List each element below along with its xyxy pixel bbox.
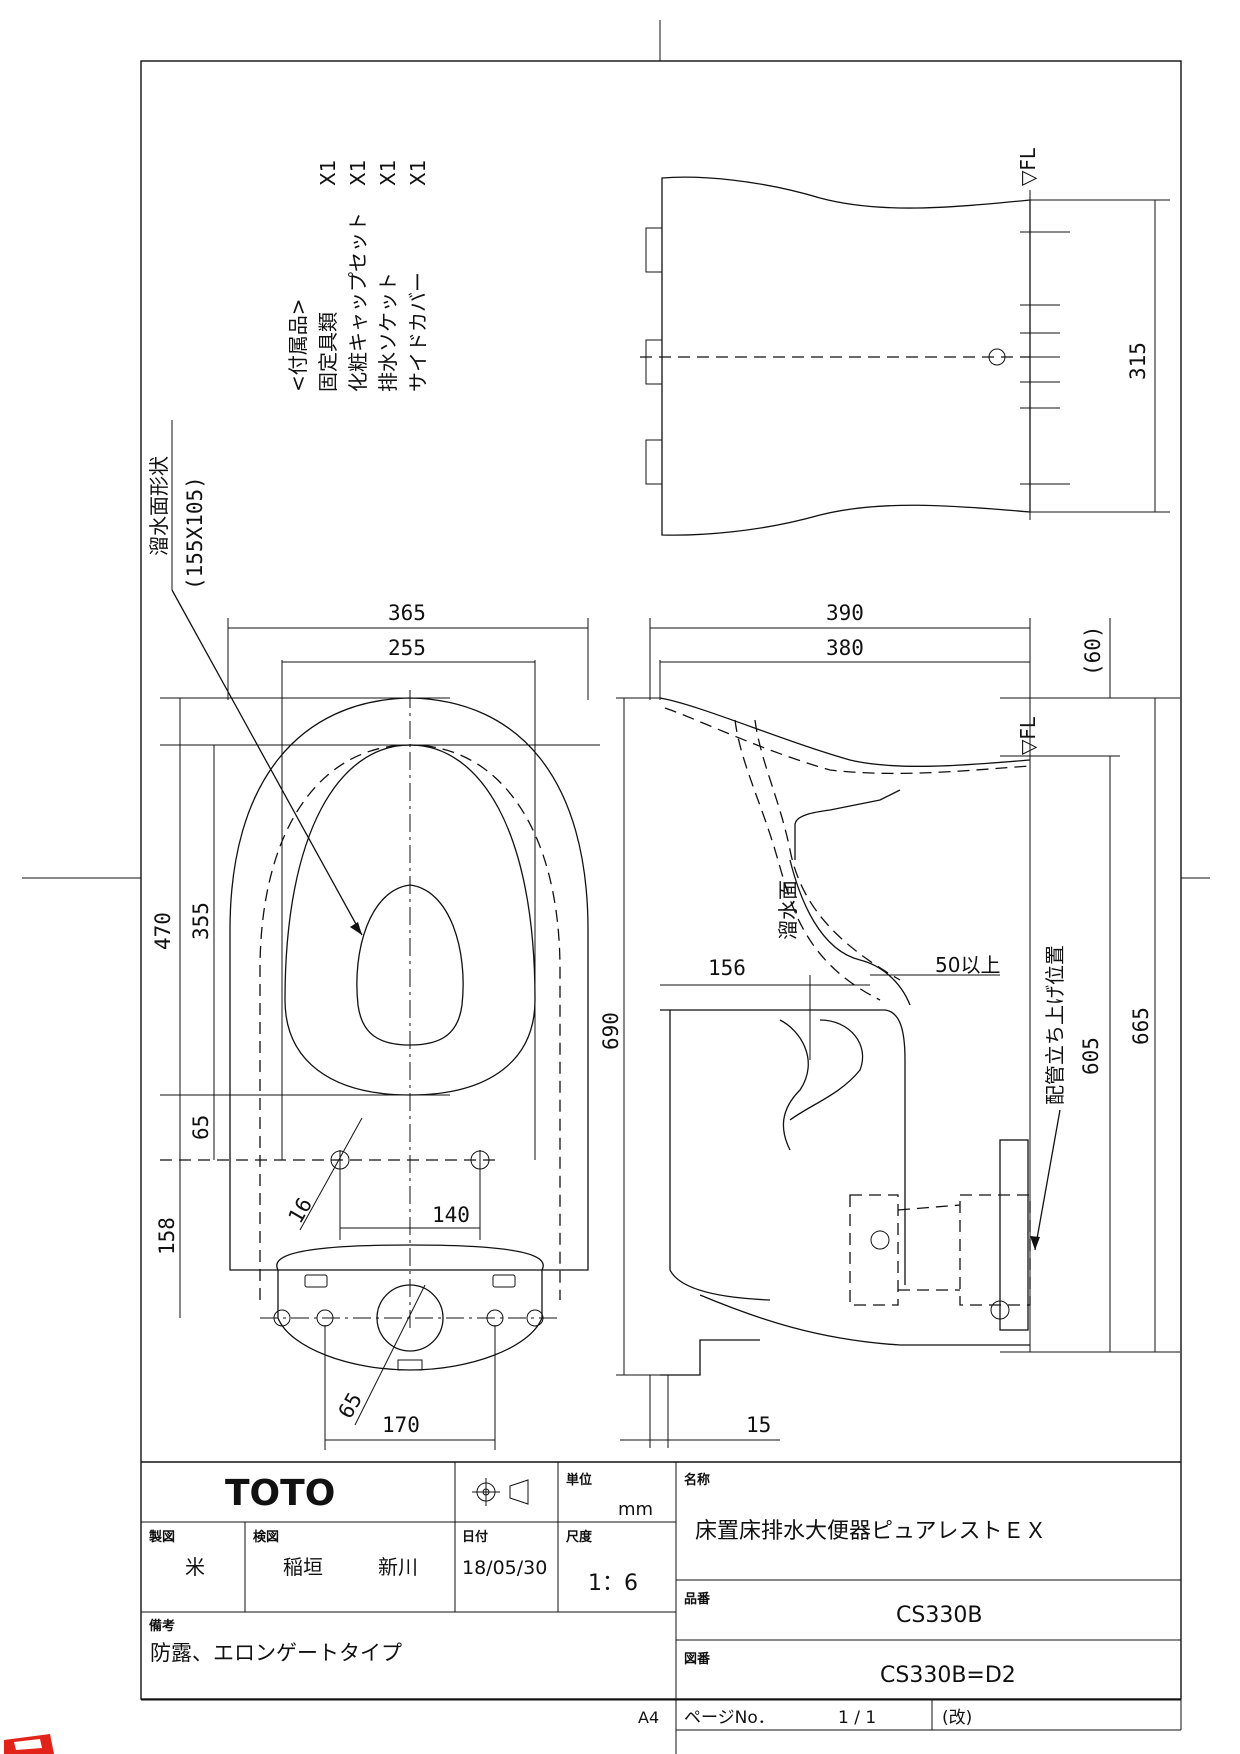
dim-65-leader	[354, 1284, 426, 1426]
checked-value-1: 稲垣	[283, 1555, 323, 1579]
corner-logo	[4, 1734, 54, 1754]
dim-140: 140	[432, 1203, 470, 1227]
dim-470: 470	[151, 912, 175, 950]
scale-label: 尺度	[566, 1529, 593, 1545]
page-value: 1 / 1	[838, 1708, 876, 1728]
water-surface-leader	[171, 589, 363, 936]
tank-fixture-3	[645, 439, 663, 485]
water-surface-label: 溜水面	[776, 880, 800, 940]
trap-way	[734, 719, 901, 1001]
tank-outline	[661, 176, 1031, 536]
dim-16: 16	[284, 1194, 317, 1228]
page-label: ページNo．	[684, 1708, 775, 1728]
accessories-header: <付属品>	[286, 298, 310, 392]
tank-fixture-2	[645, 339, 663, 385]
scale-value: 1：6	[588, 1571, 638, 1596]
accessory-item-4: サイドカバー	[406, 272, 430, 392]
base-profile	[699, 1294, 1030, 1346]
remarks-label: 備考	[149, 1618, 175, 1634]
unit-value: mm	[618, 1499, 653, 1520]
paper-size: A4	[638, 1708, 659, 1727]
fl-label-top: ▽FL	[1016, 147, 1040, 186]
dim-65-vertical: 65	[189, 1115, 213, 1140]
dim-255: 255	[388, 636, 426, 660]
checked-value-2: 新川	[378, 1555, 418, 1579]
accessory-item-1: 固定具類	[316, 312, 340, 392]
accessory-qty-2: X1	[346, 160, 370, 186]
dim-690: 690	[599, 1012, 623, 1050]
checked-label: 検図	[253, 1529, 279, 1545]
accessory-item-2: 化粧キャップセット	[346, 212, 370, 392]
dim-380: 380	[826, 636, 864, 660]
dim-315: 315	[1126, 342, 1150, 380]
piping-position-label: 配管立ち上げ位置	[1043, 945, 1067, 1105]
drawn-value: 米	[185, 1555, 205, 1579]
dim-355: 355	[189, 902, 213, 940]
min-50-label: 50以上	[935, 953, 1000, 977]
fl-label-side: ▽FL	[1016, 716, 1040, 755]
date-value: 18/05/30	[462, 1557, 547, 1579]
title-block: TOTO 単位 mm 名称 床置床排水大便器ピュアレストＥＸ 製図 米 検図 稲…	[141, 1461, 1182, 1754]
tank-fixture-1	[645, 227, 663, 273]
toto-logo: TOTO	[225, 1473, 335, 1514]
water-surface-shape-label: 溜水面形状	[147, 456, 171, 556]
dim-16-leader	[299, 1117, 363, 1231]
accessory-qty-3: X1	[376, 160, 400, 186]
unit-label: 単位	[566, 1472, 592, 1488]
remarks-value: 防露、エロンゲートタイプ	[150, 1641, 402, 1665]
dim-170: 170	[382, 1413, 420, 1437]
water-surface-size: (155X105)	[183, 476, 207, 590]
dim-365: 365	[388, 601, 426, 625]
dim-65-diameter: 65	[334, 1389, 367, 1423]
name-label: 名称	[684, 1472, 710, 1488]
piping-position-leader	[1034, 1109, 1061, 1251]
dwg-label: 図番	[684, 1651, 711, 1667]
date-label: 日付	[462, 1529, 488, 1545]
dim-605: 605	[1079, 1037, 1103, 1075]
dim-60: (60)	[1081, 625, 1105, 676]
drawn-label: 製図	[148, 1529, 175, 1545]
dim-390: 390	[826, 601, 864, 625]
dim-665: 665	[1129, 1007, 1153, 1045]
projection-symbol	[472, 1478, 529, 1506]
bowl-rim	[284, 744, 536, 1096]
water-surface-shape	[356, 884, 464, 1046]
dwg-value: CS330B=D2	[880, 1663, 1016, 1688]
dim-15: 15	[746, 1413, 771, 1437]
top-view: 315 ▽FL	[640, 147, 1170, 536]
plan-view: 365 255 470 355 65 158 140	[147, 420, 600, 1450]
drain-socket	[849, 1194, 899, 1306]
revision-label: (改)	[942, 1708, 972, 1728]
tank-center-point	[988, 348, 1006, 366]
accessory-qty-4: X1	[406, 160, 430, 186]
dim-158: 158	[155, 1217, 179, 1255]
accessory-qty-1: X1	[316, 160, 340, 186]
sheet-frame	[140, 60, 1182, 1700]
bowl-body	[660, 1009, 906, 1285]
accessory-item-3: 排水ソケット	[376, 272, 400, 392]
part-value: CS330B	[896, 1603, 982, 1628]
accessories-list: <付属品> 固定具類 化粧キャップセット 排水ソケット サイドカバー X1 X1…	[286, 160, 430, 392]
side-view: 390 380 (60) 690 ▽FL 605 665	[599, 601, 1180, 1448]
dim-156: 156	[708, 956, 746, 980]
product-name: 床置床排水大便器ピュアレストＥＸ	[695, 1519, 1047, 1544]
tank-profile	[659, 697, 1031, 767]
part-label: 品番	[684, 1591, 711, 1607]
